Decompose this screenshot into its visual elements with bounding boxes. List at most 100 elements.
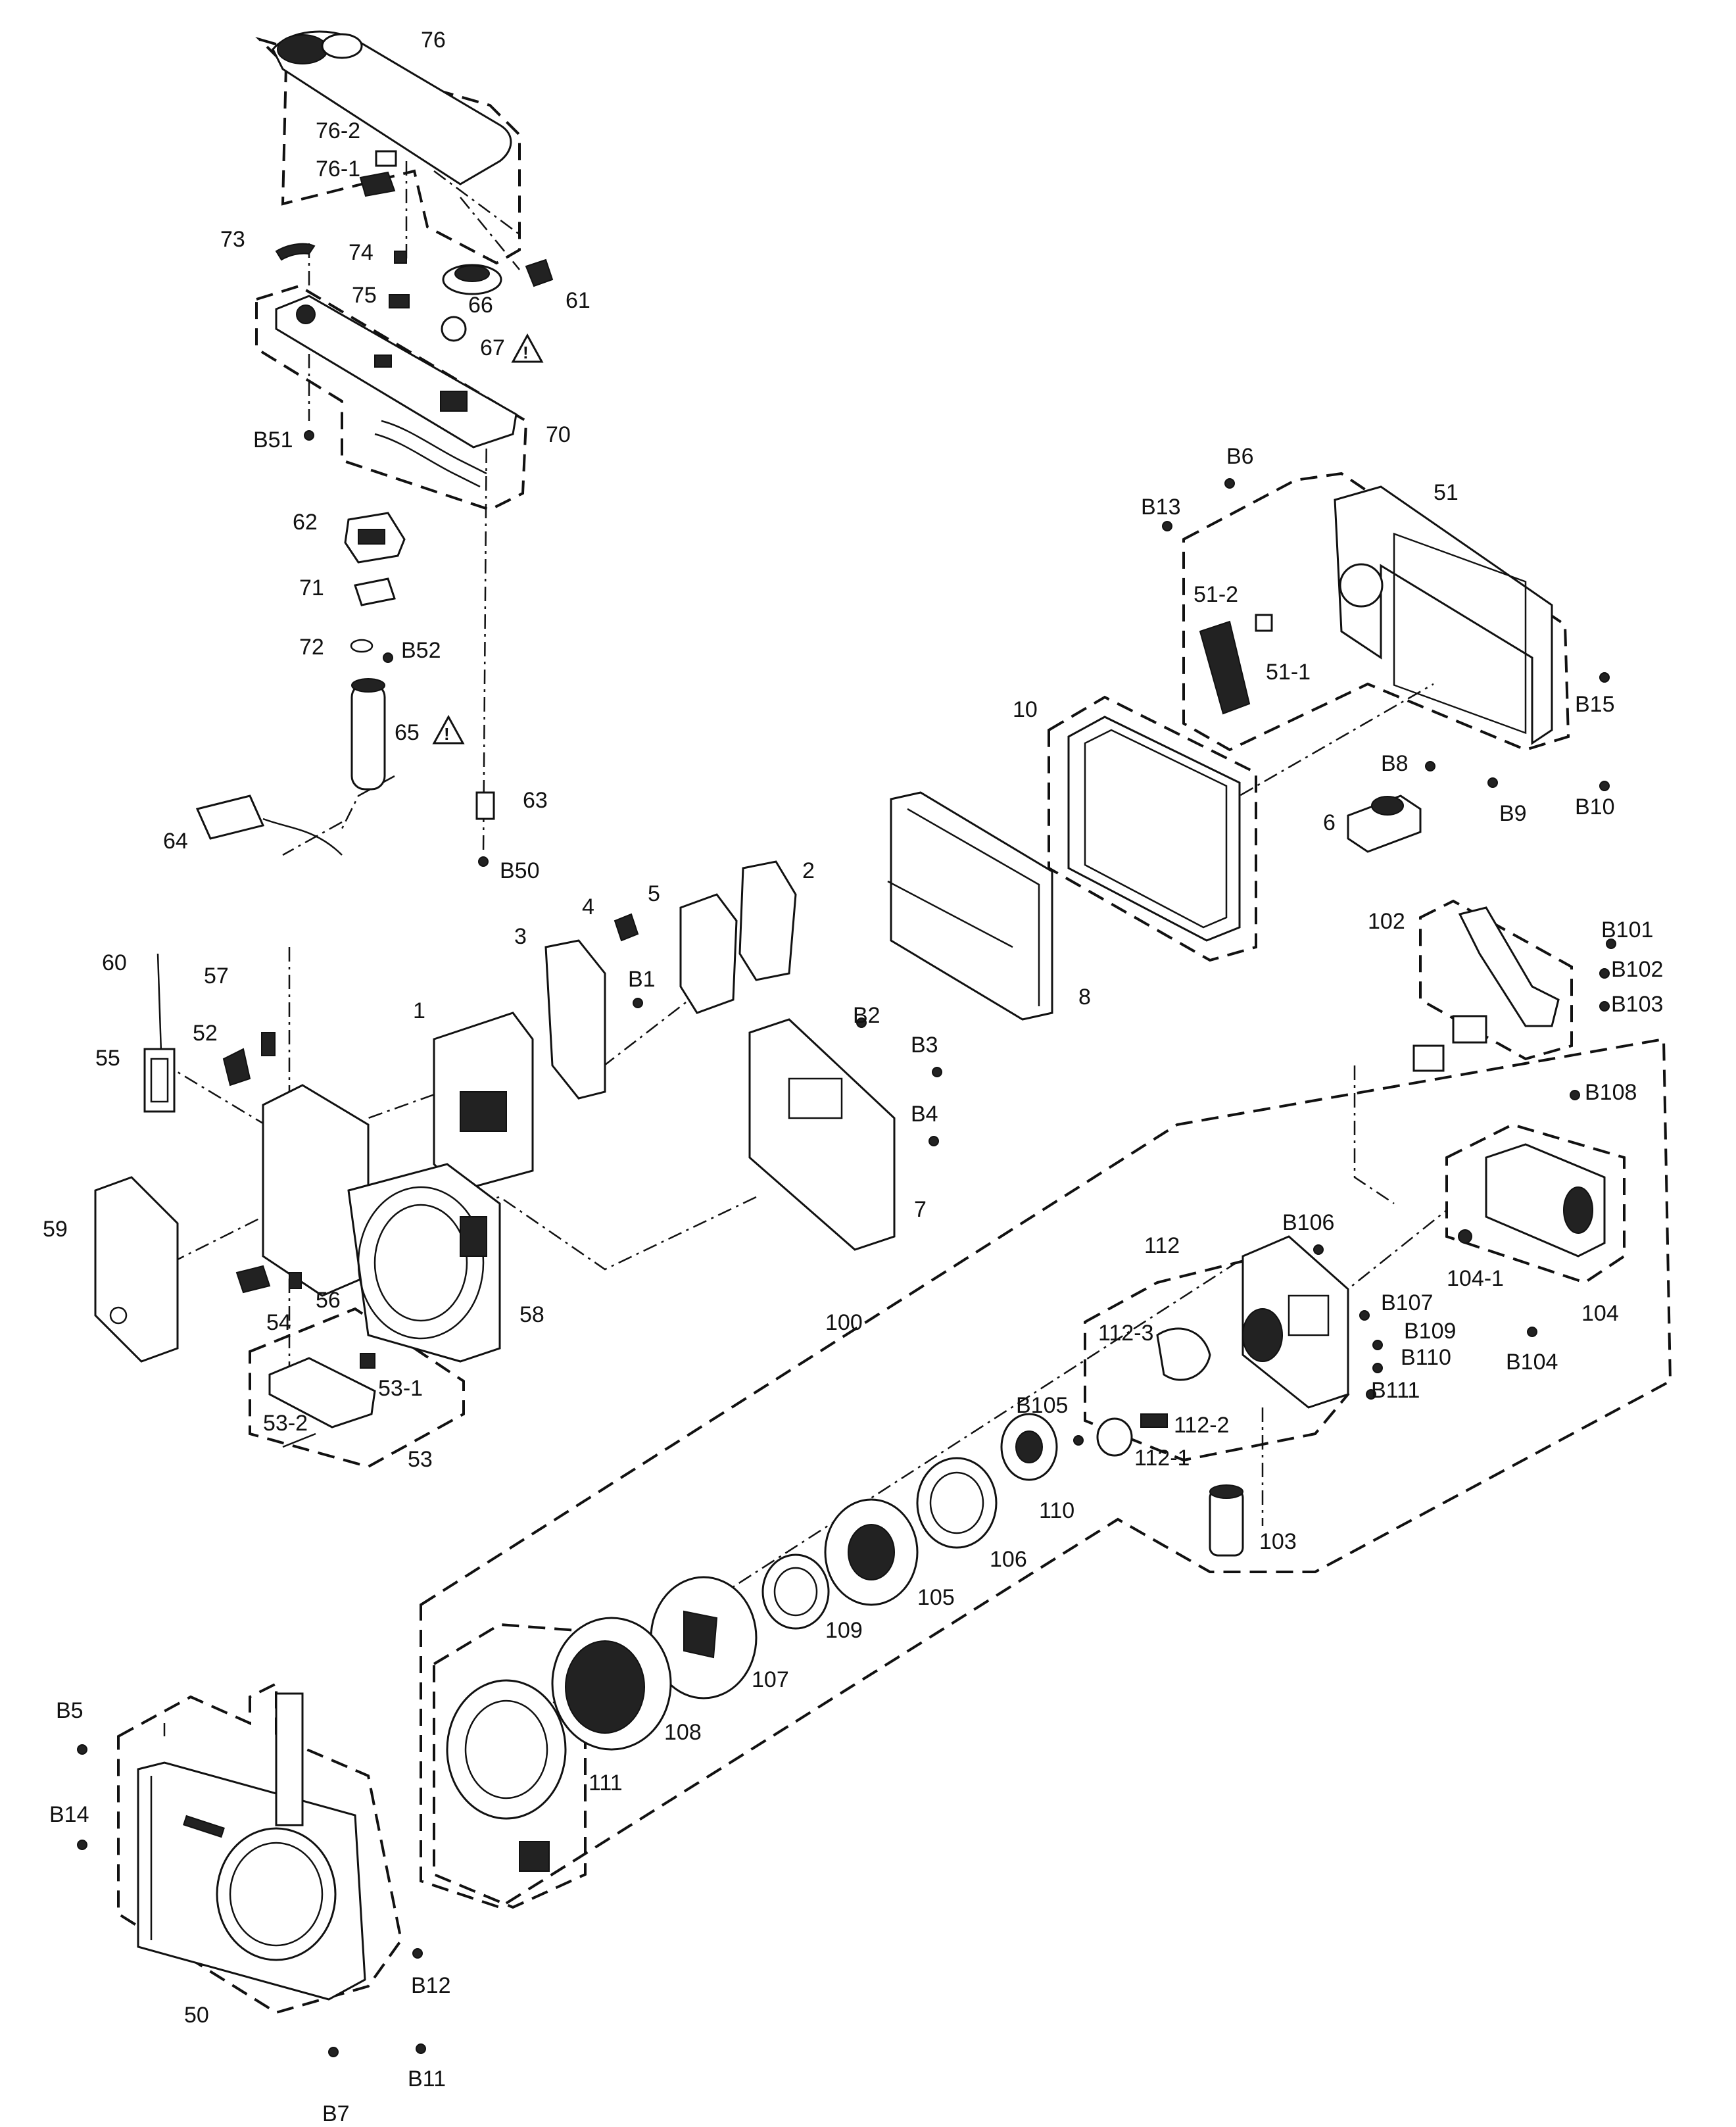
front-cover-50-badge [183, 1815, 225, 1838]
lens-housing-58-ring [357, 1186, 485, 1340]
zoom-lever [321, 33, 363, 59]
callout-106: 106 [990, 1547, 1027, 1572]
callout-10: 10 [1013, 697, 1038, 722]
screw-icon [1313, 1244, 1324, 1255]
callout-53-1: 53-1 [378, 1376, 423, 1401]
group-outlines [117, 36, 1672, 2015]
lens-base-unit [1242, 1235, 1349, 1409]
callout-67: 67 [480, 335, 505, 360]
lens-housing-58-ring-inner [374, 1204, 468, 1322]
shutter-110-inner [1015, 1430, 1043, 1463]
callout-labels: 76 76-2 76-1 73 74 66 61 75 67 B51 70 62… [43, 28, 1663, 2126]
callout-2: 2 [802, 858, 815, 883]
cam-105-inner [848, 1524, 895, 1580]
callout-63: 63 [523, 788, 548, 813]
warning-symbols: ! ! [432, 333, 544, 745]
callout-B102: B102 [1611, 957, 1663, 982]
screw-icon [77, 1744, 87, 1755]
shutter-button-66-top [454, 265, 490, 282]
callout-B106: B106 [1282, 1210, 1334, 1235]
screw-icon [1599, 781, 1610, 791]
group-70-outline [255, 284, 528, 512]
callout-76-2: 76-2 [316, 118, 360, 143]
keypad-51-1 [1199, 620, 1251, 715]
filter-102 [1452, 1015, 1487, 1044]
front-cover-50-lens-ring [216, 1827, 337, 1961]
main-board-7 [748, 1018, 896, 1251]
group-76-outline [255, 36, 521, 265]
callout-54: 54 [266, 1310, 291, 1335]
part-74 [394, 251, 407, 264]
screw-icon [1224, 478, 1235, 489]
part-112-1 [1096, 1417, 1133, 1457]
top-cover-assembly [195, 30, 554, 856]
callout-61: 61 [566, 288, 591, 313]
callout-74: 74 [349, 240, 374, 265]
callout-B51: B51 [253, 428, 293, 452]
rear-case-51-window [1393, 532, 1527, 735]
screw-icon [1599, 672, 1610, 683]
rear-case-51 [1334, 485, 1553, 745]
screw-icon [383, 652, 393, 663]
lens-assembly [446, 906, 1606, 1872]
part-52 [222, 1048, 251, 1087]
callout-52: 52 [193, 1021, 218, 1046]
lead-70-main [482, 420, 488, 856]
screw-icon [1599, 1001, 1610, 1012]
callout-B13: B13 [1141, 495, 1181, 520]
callout-5: 5 [648, 881, 660, 906]
callout-53-2: 53-2 [263, 1411, 308, 1436]
callout-B2: B2 [853, 1003, 880, 1028]
lens-housing-58 [347, 1163, 501, 1363]
callout-B11: B11 [408, 2066, 446, 2091]
lens-base-gear [1242, 1308, 1283, 1362]
callout-B110: B110 [1401, 1345, 1451, 1370]
part-51-2 [1255, 614, 1273, 632]
part-56 [289, 1272, 302, 1289]
svg-text:!: ! [444, 724, 450, 744]
lens-109 [761, 1553, 830, 1630]
lead-55 [160, 1061, 277, 1133]
callout-55: 55 [95, 1046, 120, 1071]
mode-dial [277, 34, 328, 64]
front-cover-assembly [137, 1692, 366, 2001]
callout-53: 53 [408, 1447, 433, 1472]
screw-icon [856, 1017, 867, 1028]
group-102-outline [1419, 899, 1573, 1061]
callout-B101: B101 [1601, 917, 1653, 942]
screw-icon [412, 1948, 423, 1959]
callout-110: 110 [1039, 1498, 1074, 1523]
group-100-outline [420, 1037, 1672, 1909]
screw-icon [1527, 1327, 1537, 1337]
assembly-104-motor [1563, 1186, 1593, 1234]
part-67 [441, 316, 467, 342]
screw-icon [1372, 1340, 1383, 1350]
callout-64: 64 [163, 829, 188, 854]
callout-B8: B8 [1381, 751, 1409, 776]
callout-51-2: 51-2 [1194, 582, 1238, 607]
callout-104: 104 [1581, 1301, 1619, 1326]
plate-2 [738, 860, 797, 981]
callout-1: 1 [413, 998, 425, 1023]
screw-icon [304, 430, 314, 441]
lcd-8-flex [887, 880, 1013, 948]
callout-112-1: 112-1 [1134, 1446, 1190, 1471]
group-10-outline [1048, 695, 1257, 962]
screw-icon [1162, 521, 1172, 531]
screw-icon [1606, 939, 1616, 949]
screw-icon [1073, 1435, 1084, 1446]
callout-B3: B3 [911, 1033, 938, 1058]
flash-tube-65 [350, 683, 386, 791]
screw-icon [478, 856, 489, 867]
callout-B103: B103 [1611, 992, 1663, 1017]
lead-66 [433, 170, 523, 238]
callout-76: 76 [421, 28, 446, 53]
callout-62: 62 [293, 510, 318, 535]
part-60 [157, 953, 162, 1053]
board-70-flex-2 [374, 433, 481, 488]
callout-105: 105 [917, 1585, 955, 1610]
screw-icon [1372, 1363, 1383, 1373]
callout-B6: B6 [1226, 444, 1254, 469]
plate-5 [679, 893, 738, 1014]
